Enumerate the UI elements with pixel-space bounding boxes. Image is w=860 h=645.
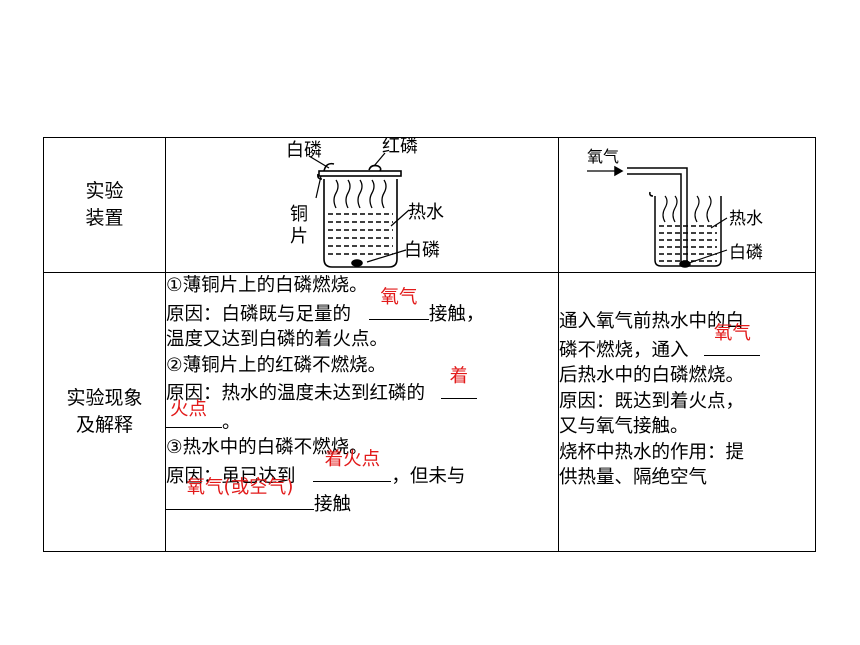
apparatus-row: 实验 装置 bbox=[43, 137, 816, 273]
answer-oxygen-1: 氧气 bbox=[380, 286, 418, 308]
oxygen-tube-beaker-diagram: 氧气 热水 白磷 bbox=[587, 147, 763, 268]
label-copper-1: 铜 bbox=[290, 204, 308, 225]
col3-line6: 烧杯中热水的作用：提 bbox=[559, 441, 745, 463]
apparatus-header-line2: 装置 bbox=[85, 207, 124, 229]
label-oxygen: 氧气 bbox=[587, 147, 619, 166]
blank-oxygen-1: 氧气 bbox=[368, 287, 429, 320]
blank-ignition-point: 着火点 bbox=[313, 449, 392, 482]
blank-oxygen-or-air: 氧气(或空气) bbox=[166, 477, 314, 510]
col3-line7: 供热量、隔绝空气 bbox=[559, 467, 708, 488]
explanation-cell-2: 通入氧气前热水中的白 磷不燃烧，通入 氧气 后热水中的白磷燃烧。 原因：既达到着… bbox=[558, 272, 816, 552]
label-white-phosphorus-2: 白磷 bbox=[729, 243, 763, 263]
answer-ignition-b: 火点 bbox=[170, 398, 208, 420]
col2-line7: ③热水中的白磷不燃烧。 bbox=[166, 437, 368, 458]
blank-oxygen-2: 氧气 bbox=[704, 323, 761, 356]
label-copper-2: 片 bbox=[290, 226, 308, 247]
phenomenon-header-line2: 及解释 bbox=[75, 414, 133, 436]
col2-line4: ②薄铜片上的红磷不燃烧。 bbox=[166, 354, 387, 376]
explanation-cell-1: ①薄铜片上的白磷燃烧。 原因：白磷既与足量的 氧气接触， 温度又达到白磷的着火点… bbox=[165, 272, 559, 552]
apparatus-diagram-cell-1: 白磷 红磷 铜 片 热水 白磷 bbox=[165, 137, 559, 273]
col2-line6: 火点。 bbox=[166, 399, 558, 436]
col3-line4: 原因：既达到着火点， bbox=[559, 390, 745, 412]
apparatus-header-line1: 实验 bbox=[85, 180, 124, 202]
copper-sheet-shape bbox=[318, 170, 402, 177]
col2-line1: ①薄铜片上的白磷燃烧。 bbox=[166, 275, 368, 296]
label-white-phosphorus-top: 白磷 bbox=[286, 140, 322, 161]
beaker-left-shape bbox=[323, 179, 398, 268]
answer-ignition-a: 着 bbox=[449, 366, 469, 387]
col3-line2: 磷不燃烧，通入 氧气 bbox=[559, 323, 815, 364]
phenomenon-header-line1: 实验现象 bbox=[66, 387, 143, 409]
apparatus-header-cell: 实验 装置 bbox=[43, 137, 166, 273]
col2-line3: 温度又达到白磷的着火点。 bbox=[166, 329, 389, 350]
label-hot-water-1: 热水 bbox=[408, 202, 444, 223]
phenomenon-header-cell: 实验现象 及解释 bbox=[43, 272, 166, 552]
col3-line3: 后热水中的白磷燃烧。 bbox=[559, 365, 745, 386]
col3-line5: 又与氧气接触。 bbox=[559, 416, 689, 437]
label-white-phosphorus-bottom: 白磷 bbox=[404, 240, 440, 261]
blank-ignition-a: 着 bbox=[440, 366, 477, 399]
answer-ignition-point: 着火点 bbox=[324, 448, 381, 470]
col2-line9: 氧气(或空气)接触 bbox=[166, 477, 558, 518]
answer-oxygen-2: 氧气 bbox=[713, 322, 751, 344]
copper-sheet-beaker-diagram: 白磷 红磷 铜 片 热水 白磷 bbox=[286, 138, 444, 268]
blank-ignition-b: 火点 bbox=[166, 399, 222, 428]
col2-line5: 原因：热水的温度未达到红磷的 着 bbox=[166, 366, 558, 407]
experiment-table: 实验 装置 bbox=[43, 137, 816, 552]
label-hot-water-2: 热水 bbox=[729, 209, 763, 229]
label-red-phosphorus: 红磷 bbox=[382, 138, 418, 157]
col3-line1: 通入氧气前热水中的白 bbox=[559, 311, 745, 332]
col2-line2: 原因：白磷既与足量的 氧气接触， bbox=[166, 286, 485, 325]
answer-oxygen-or-air: 氧气(或空气) bbox=[186, 477, 294, 498]
apparatus-diagram-cell-2: 氧气 热水 白磷 bbox=[558, 137, 816, 273]
col2-line8: 原因：虽已达到 着火点，但未与 bbox=[166, 448, 466, 487]
phenomenon-row: 实验现象 及解释 ①薄铜片上的白磷燃烧。 原因：白磷既与足量的 氧气接触， 温度… bbox=[43, 272, 816, 552]
